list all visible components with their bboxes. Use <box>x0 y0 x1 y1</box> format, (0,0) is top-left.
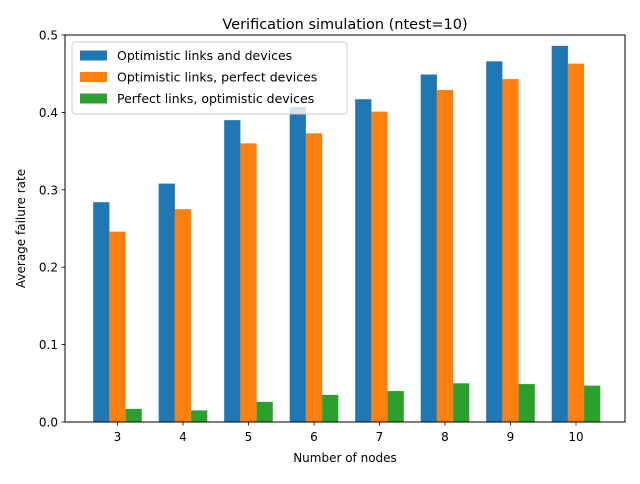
bar-series-1-3 <box>93 202 110 422</box>
x-axis-ticks: 3 4 5 6 7 8 9 10 <box>114 422 584 444</box>
bar-series-3-10 <box>584 385 601 422</box>
x-tick-label: 3 <box>114 430 122 444</box>
bar-series-3-9 <box>518 384 535 422</box>
x-tick-label: 7 <box>376 430 384 444</box>
bar-series-2-4 <box>174 209 192 422</box>
legend-frame <box>71 41 348 115</box>
bar-series-1-7 <box>355 99 372 422</box>
y-axis-ticks: 0.0 0.1 0.2 0.3 0.4 0.5 <box>39 29 65 430</box>
bar-series-3-4 <box>191 410 208 422</box>
y-tick-label: 0.5 <box>39 29 58 43</box>
x-tick-label: 10 <box>568 430 583 444</box>
bar-series-1-10 <box>551 45 568 422</box>
y-tick-label: 0.4 <box>39 106 58 120</box>
bar-series-2-10 <box>567 63 585 422</box>
bar-series-1-6 <box>289 106 306 423</box>
legend-label-series-1: Optimistic links and devices <box>117 48 292 63</box>
x-tick-label: 5 <box>245 430 253 444</box>
bar-series-2-9 <box>502 79 519 423</box>
legend-label-series-3: Perfect links, optimistic devices <box>117 91 314 106</box>
x-tick-label: 9 <box>507 430 515 444</box>
y-tick-label: 0.1 <box>39 338 58 352</box>
bar-series-2-8 <box>436 89 454 422</box>
legend-swatch-series-2 <box>80 72 107 82</box>
bar-series-3-5 <box>256 401 273 422</box>
bar-series-1-9 <box>486 61 503 422</box>
bar-series-1-8 <box>420 74 437 422</box>
y-tick-label: 0.0 <box>39 416 58 430</box>
plot-frame <box>64 34 626 423</box>
bar-series-2-7 <box>371 111 388 422</box>
y-axis-label: Average failure rate <box>14 169 28 288</box>
x-axis-label: Number of nodes <box>293 451 397 465</box>
chart-title: Verification simulation (ntest=10) <box>222 17 467 33</box>
y-tick-label: 0.2 <box>39 261 58 275</box>
bar-series-3-8 <box>453 383 470 422</box>
legend-swatch-series-1 <box>80 50 107 61</box>
legend-swatch-series-3 <box>80 93 107 104</box>
bar-series-3-3 <box>125 408 142 422</box>
legend-label-series-2: Optimistic links, perfect devices <box>117 70 317 85</box>
bar-series-2-3 <box>109 231 126 422</box>
bar-series-3-6 <box>322 394 339 422</box>
bars-layer <box>93 45 601 423</box>
bar-series-3-7 <box>387 391 404 422</box>
bar-series-2-5 <box>240 143 257 423</box>
y-tick-label: 0.3 <box>39 183 58 197</box>
x-tick-label: 8 <box>441 430 449 444</box>
bar-series-1-4 <box>158 183 175 422</box>
bar-series-2-6 <box>305 133 323 422</box>
x-tick-label: 6 <box>310 430 318 444</box>
bar-series-1-5 <box>224 120 241 422</box>
x-tick-label: 4 <box>179 430 187 444</box>
